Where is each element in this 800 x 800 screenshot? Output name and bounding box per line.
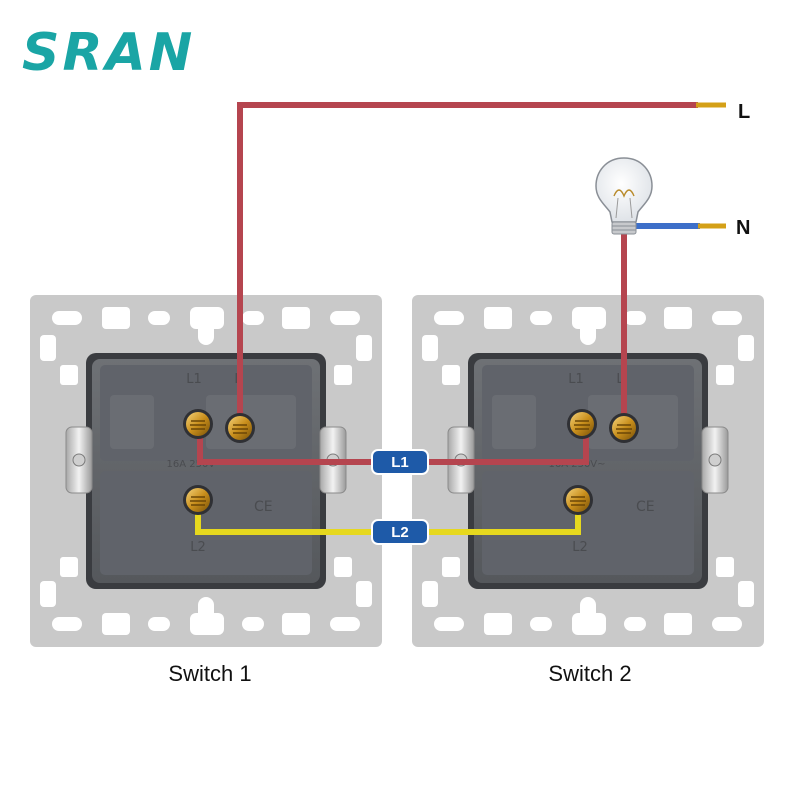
switch-2-terminal-label-l2: L2 (572, 540, 588, 555)
ce-mark-icon: CE (254, 499, 273, 515)
terminal-screw-icon (182, 408, 214, 440)
switch-2-terminal-label-l: L (616, 372, 624, 387)
switch-2-caption: Switch 2 (548, 661, 631, 686)
switch-1-caption: Switch 1 (168, 661, 251, 686)
wire-tag-l1-text: L1 (391, 454, 409, 471)
live-wire (237, 102, 698, 420)
terminal-screw-icon (608, 412, 640, 444)
svg-text:CE: CE (254, 499, 273, 515)
terminal-screw-icon (566, 408, 598, 440)
light-bulb-icon (595, 157, 653, 235)
svg-text:CE: CE (636, 499, 655, 515)
switch-1-rating: 16A 250V~ (166, 459, 223, 470)
terminal-screw-icon (224, 412, 256, 444)
neutral-terminal-label: N (736, 217, 750, 239)
switch-2: L1 L 16A 250V~ L2 CE (411, 294, 765, 648)
live-terminal-label: L (738, 101, 750, 123)
ce-mark-icon: CE (636, 499, 655, 515)
wire-tag-l1: L1 (371, 449, 429, 475)
wire-tag-l2-text: L2 (391, 524, 409, 541)
terminal-screw-icon (562, 484, 594, 516)
switch-2-terminal-label-l1: L1 (568, 372, 584, 387)
switch-1-terminal-label-l1: L1 (186, 372, 202, 387)
wire-tag-l2: L2 (371, 519, 429, 545)
terminal-screw-icon (182, 484, 214, 516)
brand-logo: SRAN (22, 23, 195, 83)
switch-1: L1 L 16A 250V~ L2 CE (29, 294, 383, 648)
switch-1-terminal-label-l2: L2 (190, 540, 206, 555)
